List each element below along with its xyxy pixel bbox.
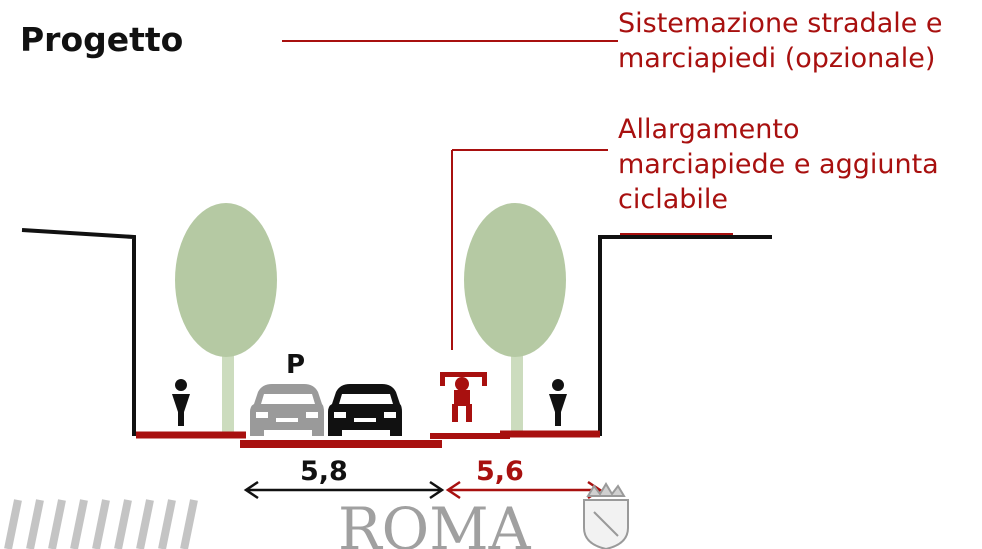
tree-icon [175,203,277,436]
bicycle-icon [440,372,487,422]
annotation-line: ciclabile [618,184,728,215]
sidewalk-cycle-width-label: 5,6 [476,456,524,487]
car-icon [328,384,402,436]
roma-logo-text: ROMA [338,495,532,549]
carriageway-dimension-arrow [243,480,445,500]
annotation-line: Sistemazione stradale e [618,8,943,39]
annotation-line: marciapiedi (opzionale) [618,43,936,74]
carriageway-width-label: 5,8 [300,456,348,487]
annotation-line: Allargamento [618,114,800,145]
pedestrian-icon [172,379,190,426]
tree-icon [464,203,566,436]
annotation-line: marciapiede e aggiunta [618,149,939,180]
cycle-lane-annotation: Allargamento marciapiede e aggiunta cicl… [618,112,939,217]
coat-of-arms-icon [583,482,629,549]
page-title: Progetto [20,20,184,59]
right-building-outline [598,235,772,436]
pedestrian-icon [549,379,567,426]
hatch-decoration [4,499,198,549]
road-option-annotation: Sistemazione stradale e marciapiedi (opz… [618,6,943,76]
car-icon [250,384,324,436]
left-building-outline [21,228,136,436]
parking-label: P [286,350,305,380]
